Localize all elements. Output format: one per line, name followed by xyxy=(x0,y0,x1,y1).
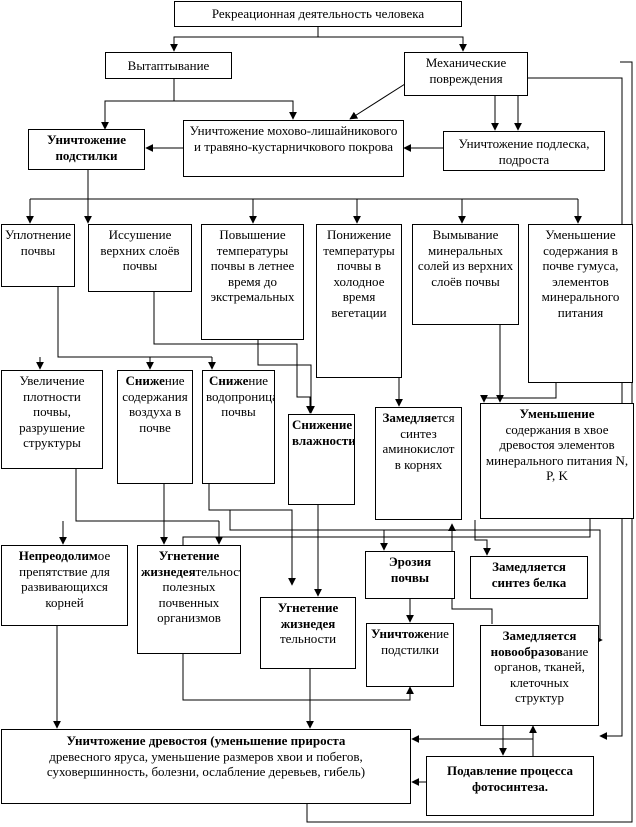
node-mechanical-text: Механические повреждения xyxy=(425,55,507,86)
node-soil-organisms-text-bold: Угнетение жизнедея xyxy=(141,548,220,579)
link-bottom-loop xyxy=(306,61,633,823)
node-protein-slowdown: Замедляется синтез белка xyxy=(470,556,588,599)
node-drying-text: Иссушение верхних слоёв почвы xyxy=(100,227,180,273)
node-stand-destruction-text: древесного яруса, уменьшение размеров хв… xyxy=(46,748,366,780)
node-organ-formation: Замедляется новообразование органов, тка… xyxy=(480,625,599,726)
link-organ-stand xyxy=(411,724,534,743)
node-litter-destruction-2: Уничтожение подстилки xyxy=(366,623,454,687)
node-undergrowth-destruction: Уничтожение подлеска, подроста xyxy=(443,131,605,171)
node-compaction-text: Уплотнение почвы xyxy=(5,227,71,258)
node-moss-destruction: Уничтожение мохово-лишайникового и травя… xyxy=(183,120,404,177)
link-density-split xyxy=(75,469,219,522)
node-litter-destruction-2-text-bold: Уничтоже xyxy=(371,626,430,641)
node-obstacle-text-bold: Непреодолим xyxy=(18,548,98,563)
link-temprise-moisture xyxy=(257,340,315,414)
node-air-decrease-text: ние содержания воздуха в почве xyxy=(122,373,188,435)
node-humus-decrease: Уменьшение содержания в почве гумуса, эл… xyxy=(528,224,633,383)
link-soilorg-litter2 xyxy=(182,654,414,701)
node-litter-destruction: Уничтожение подстилки xyxy=(28,129,145,170)
node-amino-slowdown: Замедляется синтез аминокислот в корнях xyxy=(375,407,462,520)
link-trampling-moss xyxy=(174,100,297,120)
node-moss-destruction-text: Уничтожение мохово-лишайникового и травя… xyxy=(189,123,398,154)
node-amino-slowdown-text: тся синтез аминокислот в корнях xyxy=(382,410,455,472)
node-permeability-text: ние водопроницаемости почвы xyxy=(206,373,274,419)
node-temp-drop: Понижение температуры почвы в холодное в… xyxy=(316,224,402,378)
node-mechanical: Механические повреждения xyxy=(404,52,528,96)
link-recreation-mechanical xyxy=(318,36,467,52)
node-humus-decrease-text: Уменьшение содержания в почве гумуса, эл… xyxy=(541,227,620,320)
node-obstacle: Непреодолимое препятствие для развивающи… xyxy=(1,545,128,626)
node-temp-drop-text: Понижение температуры почвы в холодное в… xyxy=(323,227,395,320)
link-trampling-litter xyxy=(101,79,175,130)
node-permeability-text-bold: Сниже xyxy=(208,373,249,388)
node-photosynthesis: Подавление процесса фотосинтеза. xyxy=(426,756,594,816)
node-obstacle-text: е препятствие для развивающихся корней xyxy=(19,548,111,610)
node-temp-rise-text: Повышение температуры почвы в летнее вре… xyxy=(210,227,295,304)
node-soil-organisms-text: тельности полезных почвенных организмов xyxy=(157,563,240,626)
node-trampling: Вытаптывание xyxy=(105,52,232,79)
node-recreation: Рекреационная деятельность человека xyxy=(174,1,462,27)
node-density-increase-text: Увеличение плотности почвы, разрушение с… xyxy=(19,373,85,450)
node-amino-slowdown-text-bold: Замедляе xyxy=(382,410,437,425)
node-recreation-text: Рекреационная деятельность человека xyxy=(211,6,425,21)
node-obstacle-text-o: о xyxy=(97,548,105,563)
node-leaching-text: Вымывание минеральных солей из верхних с… xyxy=(417,227,514,289)
link-mechanical-moss xyxy=(349,83,406,120)
node-moisture-decrease: Снижение влажности xyxy=(288,414,355,505)
link-drying-moisture xyxy=(153,292,314,414)
link-compaction-fan xyxy=(57,287,212,358)
node-organ-formation-text: ание органов, тканей, клеточных структур xyxy=(494,643,589,706)
node-stand-destruction: Уничтожение древостоя (уменьшение прирос… xyxy=(1,729,411,804)
node-erosion-text: Эрозия почвы xyxy=(388,554,432,585)
node-trampling-text: Вытаптывание xyxy=(127,58,210,73)
node-organ-formation-text-bold: Замедляется новообразов xyxy=(490,628,577,659)
link-humus-needle xyxy=(480,383,557,403)
node-protein-slowdown-text: Замедляется синтез белка xyxy=(491,559,567,590)
node-inhibition-text: тельности xyxy=(279,631,337,646)
link-permeability-erosion xyxy=(229,510,601,640)
link-permeability-split xyxy=(208,484,296,586)
node-temp-rise: Повышение температуры почвы в летнее вре… xyxy=(201,224,304,340)
link-fan-drying xyxy=(30,198,92,224)
node-litter-destruction-text: Уничтожение подстилки xyxy=(47,132,126,163)
node-photosynthesis-text: Подавление процесса фотосинтеза. xyxy=(446,763,574,794)
node-stand-destruction-text-bold: Уничтожение древостоя (уменьшение прирос… xyxy=(66,733,346,748)
node-litter-destruction-2-text: ние подстилки xyxy=(381,626,449,657)
link-amino-protein xyxy=(474,520,491,556)
node-undergrowth-destruction-text: Уничтожение подлеска, подроста xyxy=(458,136,590,167)
node-drying: Иссушение верхних слоёв почвы xyxy=(88,224,192,292)
node-inhibition-text-bold: Угнетение жизнедея xyxy=(277,600,339,631)
node-leaching: Вымывание минеральных солей из верхних с… xyxy=(412,224,519,325)
node-air-decrease: Снижение содержания воздуха в почве xyxy=(117,370,193,484)
node-permeability: Снижение водопроницаемости почвы xyxy=(202,370,275,484)
node-compaction: Уплотнение почвы xyxy=(1,224,75,287)
node-needle-minerals-text-bold: Уменьшение xyxy=(519,406,595,421)
node-moisture-decrease-text: Снижение влажности xyxy=(292,417,355,448)
link-recreation-trampling xyxy=(170,27,319,52)
node-needle-minerals-text: содержания в хвое древостоя элементов ми… xyxy=(485,421,629,484)
node-density-increase: Увеличение плотности почвы, разрушение с… xyxy=(1,370,103,469)
node-erosion: Эрозия почвы xyxy=(365,551,455,599)
node-air-decrease-text-bold: Сниже xyxy=(125,373,165,388)
